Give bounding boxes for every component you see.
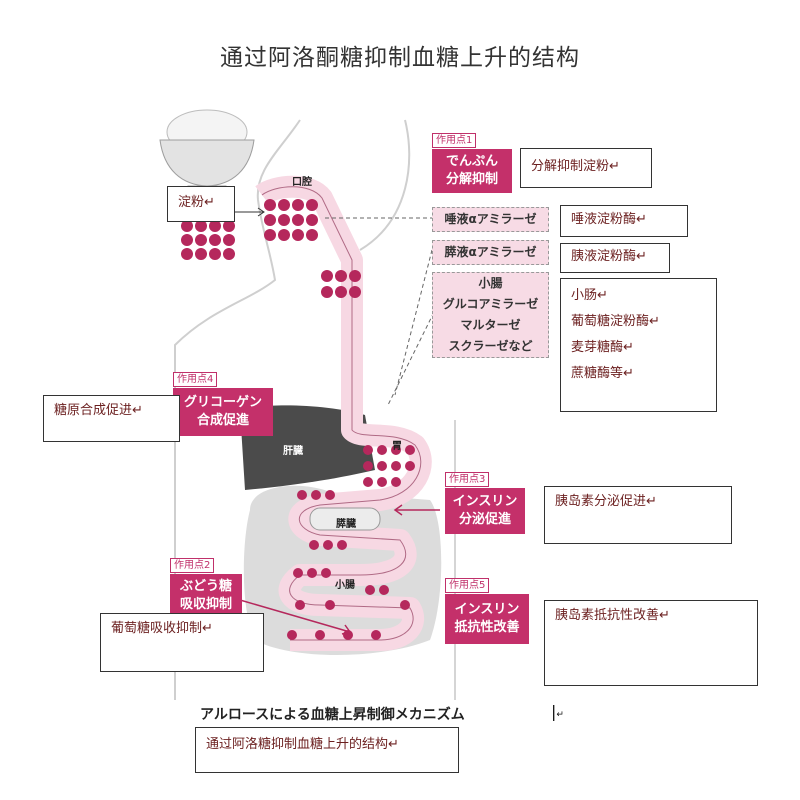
action-point-2-line: 吸収抑制 bbox=[179, 597, 232, 612]
note-glucose-absorption: 葡萄糖吸收抑制↵ bbox=[100, 613, 264, 672]
saliva-amylase-label: 唾液αアミラーゼ bbox=[444, 212, 537, 226]
return-mark-icon: ↵ bbox=[132, 403, 143, 418]
arrows bbox=[239, 504, 440, 635]
body-outline bbox=[174, 119, 411, 700]
action-point-1-box: でんぷん 分解抑制 bbox=[432, 149, 512, 193]
intestine-enzyme-line: 小腸 bbox=[478, 276, 503, 290]
intestine-enzyme-line: スクラーゼなど bbox=[448, 339, 533, 353]
return-mark-icon: ↵ bbox=[204, 195, 215, 210]
return-mark-icon: ↵ bbox=[623, 366, 634, 381]
action-point-5-line: 抵抗性改善 bbox=[454, 620, 520, 635]
note-pancreatic-enzyme: 胰液淀粉酶↵ bbox=[560, 243, 670, 273]
pancreas-shape bbox=[309, 507, 381, 531]
action-point-5-tag: 作用点5 bbox=[445, 578, 490, 593]
rice-bowl-icon bbox=[159, 109, 255, 195]
note-text: 葡萄糖吸收抑制 bbox=[111, 621, 203, 636]
note-saliva-enzyme: 唾液淀粉酶↵ bbox=[560, 205, 688, 237]
pancreas-label: 膵臓 bbox=[336, 519, 356, 530]
return-mark-icon: ↵ bbox=[609, 159, 620, 174]
action-point-2-line: ぶどう糖 bbox=[179, 579, 232, 594]
pancreatic-amylase-label: 膵液αアミラーゼ bbox=[444, 245, 537, 259]
mouth-label: 口腔 bbox=[292, 177, 312, 188]
action-point-4-tag: 作用点4 bbox=[173, 372, 218, 387]
note-starch: 淀粉↵ bbox=[167, 186, 235, 222]
note-starch-decomposition: 分解抑制淀粉↵ bbox=[520, 148, 652, 188]
note-text: 淀粉 bbox=[178, 195, 205, 210]
tract-outline bbox=[261, 186, 422, 641]
action-point-3-box: インスリン 分泌促進 bbox=[445, 488, 525, 534]
note-text: 胰岛素抵抗性改善 bbox=[555, 608, 660, 623]
note-text: 糖原合成促进 bbox=[54, 403, 133, 418]
note-insulin-secretion: 胰岛素分泌促进↵ bbox=[544, 486, 732, 544]
return-mark-icon: ↵ bbox=[202, 621, 213, 636]
return-mark-icon: ↵ bbox=[623, 340, 634, 355]
note-text: 通过阿洛糖抑制血糖上升的结构 bbox=[206, 737, 389, 752]
action-point-2-box: ぶどう糖 吸収抑制 bbox=[170, 574, 242, 618]
note-caption-chinese: 通过阿洛糖抑制血糖上升的结构↵ bbox=[195, 727, 459, 773]
note-glycogen: 糖原合成促进↵ bbox=[43, 395, 180, 442]
action-point-4-box: グリコーゲン 合成促進 bbox=[173, 388, 273, 436]
action-point-1-line: 分解抑制 bbox=[445, 172, 498, 187]
return-mark-icon: ↵ bbox=[636, 212, 647, 227]
intestine-enzymes-box: 小腸 グルコアミラーゼ マルターゼ スクラーゼなど bbox=[432, 272, 549, 358]
action-point-3-tag: 作用点3 bbox=[445, 472, 490, 487]
note-text: 葡萄糖淀粉酶 bbox=[571, 314, 650, 329]
action-point-2-tag: 作用点2 bbox=[170, 558, 215, 573]
saliva-amylase-box: 唾液αアミラーゼ bbox=[432, 207, 549, 232]
page-title: 通过阿洛酮糖抑制血糖上升的结构 bbox=[220, 45, 580, 71]
action-point-3-line: インスリン bbox=[452, 494, 518, 509]
action-point-3-line: 分泌促進 bbox=[458, 512, 511, 527]
intestine-enzyme-line: マルターゼ bbox=[460, 318, 521, 332]
starch-arrow bbox=[233, 207, 265, 217]
action-point-4-line: グリコーゲン bbox=[183, 395, 262, 410]
action-point-4-line: 合成促進 bbox=[196, 413, 249, 428]
return-mark-icon: ↵ bbox=[649, 314, 660, 329]
connector-lines bbox=[325, 217, 441, 406]
note-text: 麦芽糖酶 bbox=[571, 340, 624, 355]
action-point-1-tag: 作用点1 bbox=[432, 133, 477, 148]
note-text: 唾液淀粉酶 bbox=[571, 212, 637, 227]
small-intestine-label: 小腸 bbox=[335, 580, 355, 591]
note-text: 分解抑制淀粉 bbox=[531, 159, 610, 174]
return-mark-icon: ↵ bbox=[597, 288, 608, 303]
intestine-enzyme-line: グルコアミラーゼ bbox=[442, 297, 539, 311]
return-mark-icon: ↵ bbox=[646, 494, 657, 509]
glucose-dots bbox=[181, 199, 415, 640]
caption-japanese: アルロースによる血糖上昇制御メカニズム bbox=[200, 707, 465, 723]
note-text: 小肠 bbox=[571, 288, 598, 303]
action-point-1-line: でんぷん bbox=[445, 154, 498, 169]
note-text: 胰液淀粉酶 bbox=[571, 249, 637, 264]
note-text: 蔗糖酶等 bbox=[571, 366, 624, 381]
text-cursor-icon: |↵ bbox=[551, 702, 564, 721]
return-mark-icon: ↵ bbox=[636, 249, 647, 264]
liver-label: 肝臓 bbox=[283, 446, 303, 457]
pancreatic-amylase-box: 膵液αアミラーゼ bbox=[432, 240, 549, 265]
note-text: 胰岛素分泌促进 bbox=[555, 494, 647, 509]
action-point-5-box: インスリン 抵抗性改善 bbox=[445, 594, 529, 644]
cursor-char: | bbox=[551, 702, 557, 721]
return-mark-icon: ↵ bbox=[388, 737, 399, 752]
return-mark-icon: ↵ bbox=[556, 710, 564, 720]
stomach-label: 胃 bbox=[392, 441, 402, 452]
action-point-5-line: インスリン bbox=[454, 602, 520, 617]
note-intestine-enzymes: 小肠↵ 葡萄糖淀粉酶↵ 麦芽糖酶↵ 蔗糖酶等↵ bbox=[560, 278, 717, 412]
note-insulin-resistance: 胰岛素抵抗性改善↵ bbox=[544, 600, 758, 686]
return-mark-icon: ↵ bbox=[659, 608, 670, 623]
